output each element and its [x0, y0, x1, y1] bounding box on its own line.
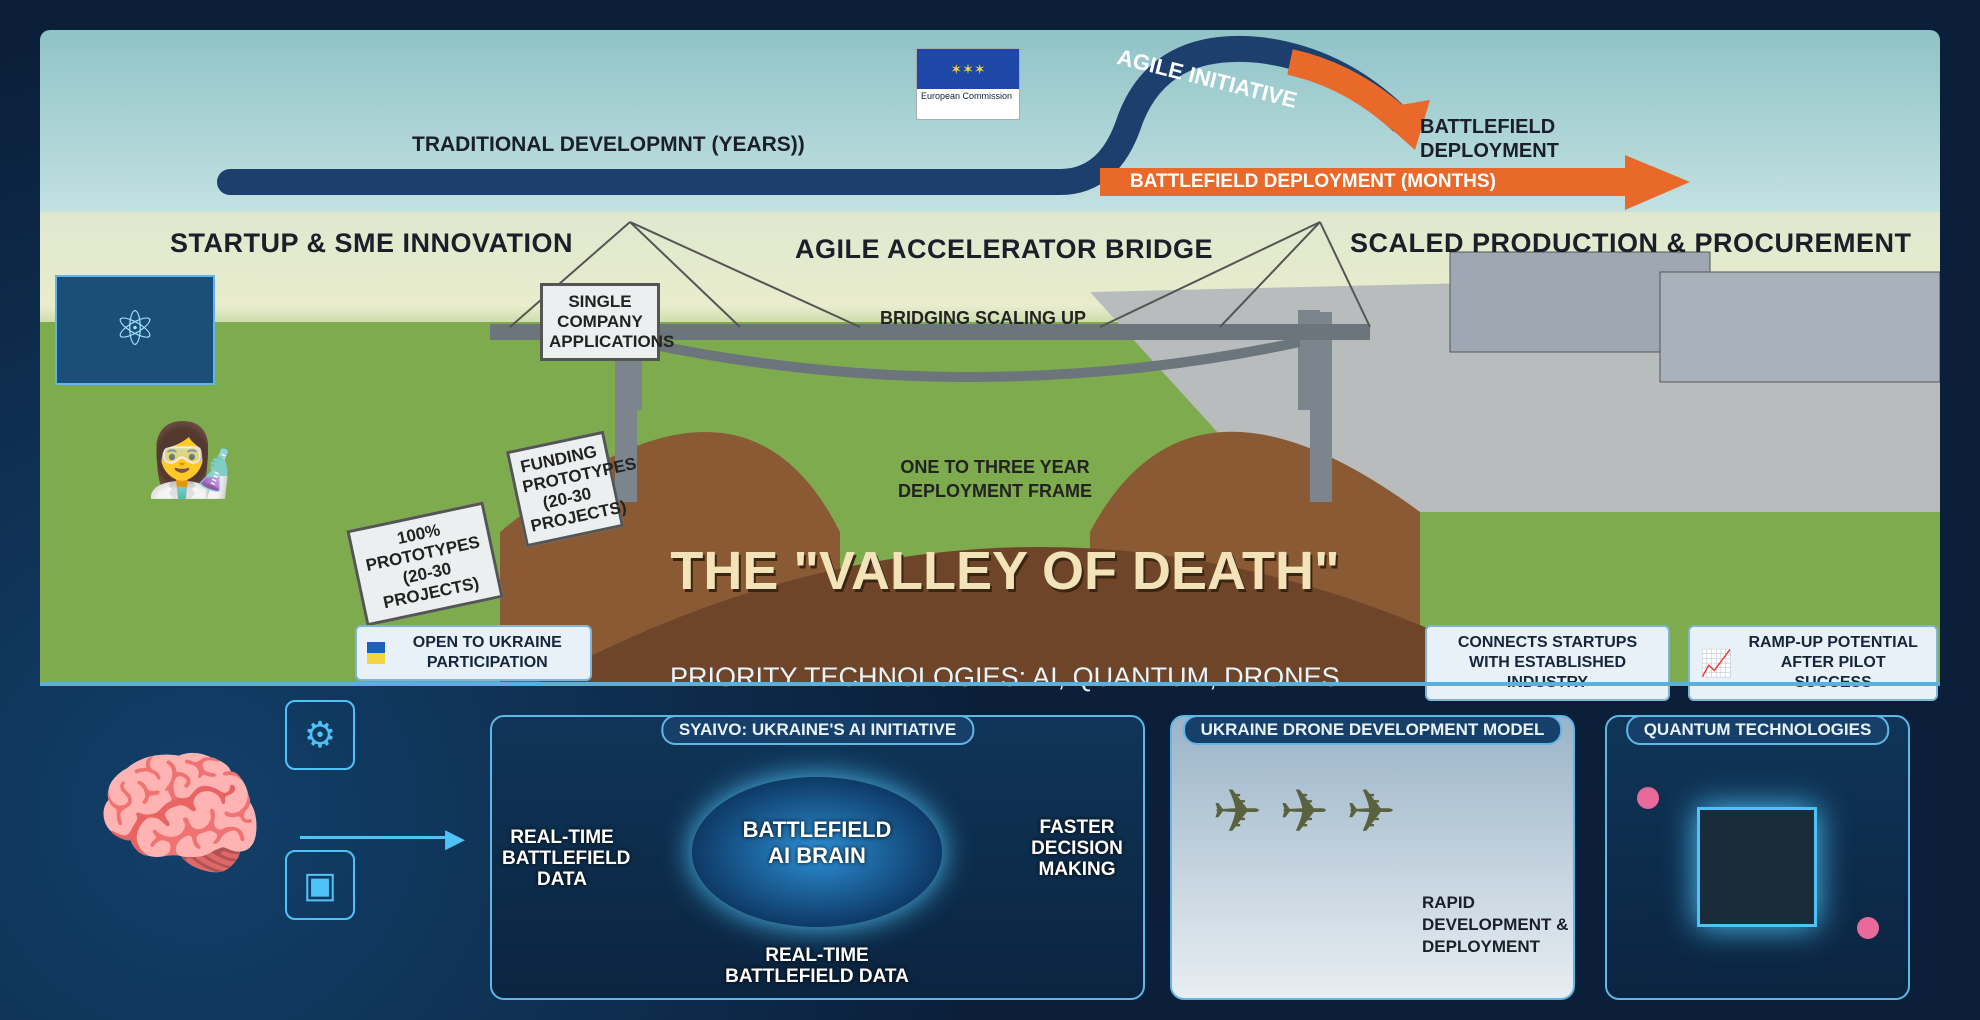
syaivo-title: SYAIVO: UKRAINE'S AI INITIATIVE — [660, 717, 975, 745]
brain-label: BATTLEFIELD AI BRAIN — [742, 817, 892, 868]
drone-panel: UKRAINE DRONE DEVELOPMENT MODEL ✈ ✈ ✈ RA… — [1170, 715, 1575, 1000]
growth-chart-icon: 📈 — [1700, 648, 1733, 678]
gear-chip-icon: ⚙ — [285, 700, 355, 770]
ukraine-card-text: OPEN TO UKRAINE PARTICIPATION — [412, 634, 562, 671]
landscape-scene — [40, 212, 1940, 682]
decision-label: FASTER DECISION MAKING — [1031, 817, 1123, 880]
ukraine-flag-icon — [367, 642, 385, 664]
connector-arrow — [300, 836, 450, 839]
sign-funding-prototypes: FUNDING PROTOTYPES (20-30 PROJECTS) — [505, 430, 638, 548]
qubit-icon — [1857, 917, 1879, 939]
quantum-chip-icon — [1697, 807, 1817, 927]
arrow-right-icon: ▶ — [445, 823, 465, 853]
bridge-heading: AGILE ACCELERATOR BRIDGE — [795, 234, 1214, 264]
qubit-icon — [1637, 787, 1659, 809]
valley-of-death-title: THE "VALLEY OF DEATH" — [670, 541, 1340, 601]
ramp-up-card: 📈 RAMP-UP POTENTIAL AFTER PILOT SUCCESS — [1688, 625, 1938, 701]
startup-heading: STARTUP & SME INNOVATION — [170, 228, 574, 258]
scene-art — [40, 221, 1940, 682]
syaivo-panel: SYAIVO: UKRAINE'S AI INITIATIVE BATTLEFI… — [490, 715, 1145, 1000]
drone-icons: ✈ ✈ ✈ — [1212, 778, 1397, 845]
divider — [40, 682, 1940, 686]
valley-chasm — [540, 547, 1540, 682]
eu-flag-icon: ✶✶✶ — [917, 49, 1019, 89]
chip-icon: ▣ — [285, 850, 355, 920]
drone-caption: RAPID DEVELOPMENT & DEPLOYMENT — [1422, 893, 1569, 956]
quantum-title: QUANTUM TECHNOLOGIES — [1625, 717, 1890, 745]
priority-technologies: PRIORITY TECHNOLOGIES: AI, QUANTUM, DRON… — [670, 662, 1340, 692]
ramp-up-card-text: RAMP-UP POTENTIAL AFTER PILOT SUCCESS — [1748, 634, 1918, 691]
deployment-frame-label: ONE TO THREE YEAR DEPLOYMENT FRAME — [897, 457, 1092, 501]
european-commission-logo: ✶✶✶ European Commission — [916, 48, 1020, 120]
traditional-label: TRADITIONAL DEVELOPMNT (YEARS)) — [412, 133, 805, 156]
bridging-label: BRIDGING SCALING UP — [880, 308, 1087, 328]
months-arrow — [1100, 168, 1630, 196]
agile-arrowhead — [1370, 100, 1430, 150]
brain-icon: 🧠 — [92, 736, 268, 893]
factory-building — [1659, 271, 1940, 383]
connects-card: CONNECTS STARTUPS WITH ESTABLISHED INDUS… — [1425, 625, 1670, 701]
scientists-illustration: 👩‍🔬 — [146, 421, 234, 499]
logo-text: European Commission — [921, 91, 1013, 101]
deployment-months-label: BATTLEFIELD DEPLOYMENT (MONTHS) — [1130, 171, 1496, 192]
ai-brain-screen-icon: ⚛ — [55, 275, 215, 385]
bottom-data-label: REAL-TIME BATTLEFIELD DATA — [725, 945, 909, 987]
bridge-arch — [638, 337, 1302, 382]
ukraine-card: OPEN TO UKRAINE PARTICIPATION — [355, 625, 592, 681]
timeline-arrows — [217, 35, 1690, 210]
quantum-panel: QUANTUM TECHNOLOGIES — [1605, 715, 1910, 1000]
left-data-label: REAL-TIME BATTLEFIELD DATA — [502, 827, 631, 890]
deployment-label: BATTLEFIELD DEPLOYMENT — [1420, 116, 1559, 162]
agile-curve-arrow — [217, 35, 1413, 195]
ai-brain-graphic — [692, 777, 942, 927]
sign-single-company: SINGLE COMPANY APPLICATIONS — [540, 283, 674, 361]
drone-title: UKRAINE DRONE DEVELOPMENT MODEL — [1182, 717, 1563, 745]
scaled-heading: SCALED PRODUCTION & PROCUREMENT — [1350, 228, 1912, 258]
